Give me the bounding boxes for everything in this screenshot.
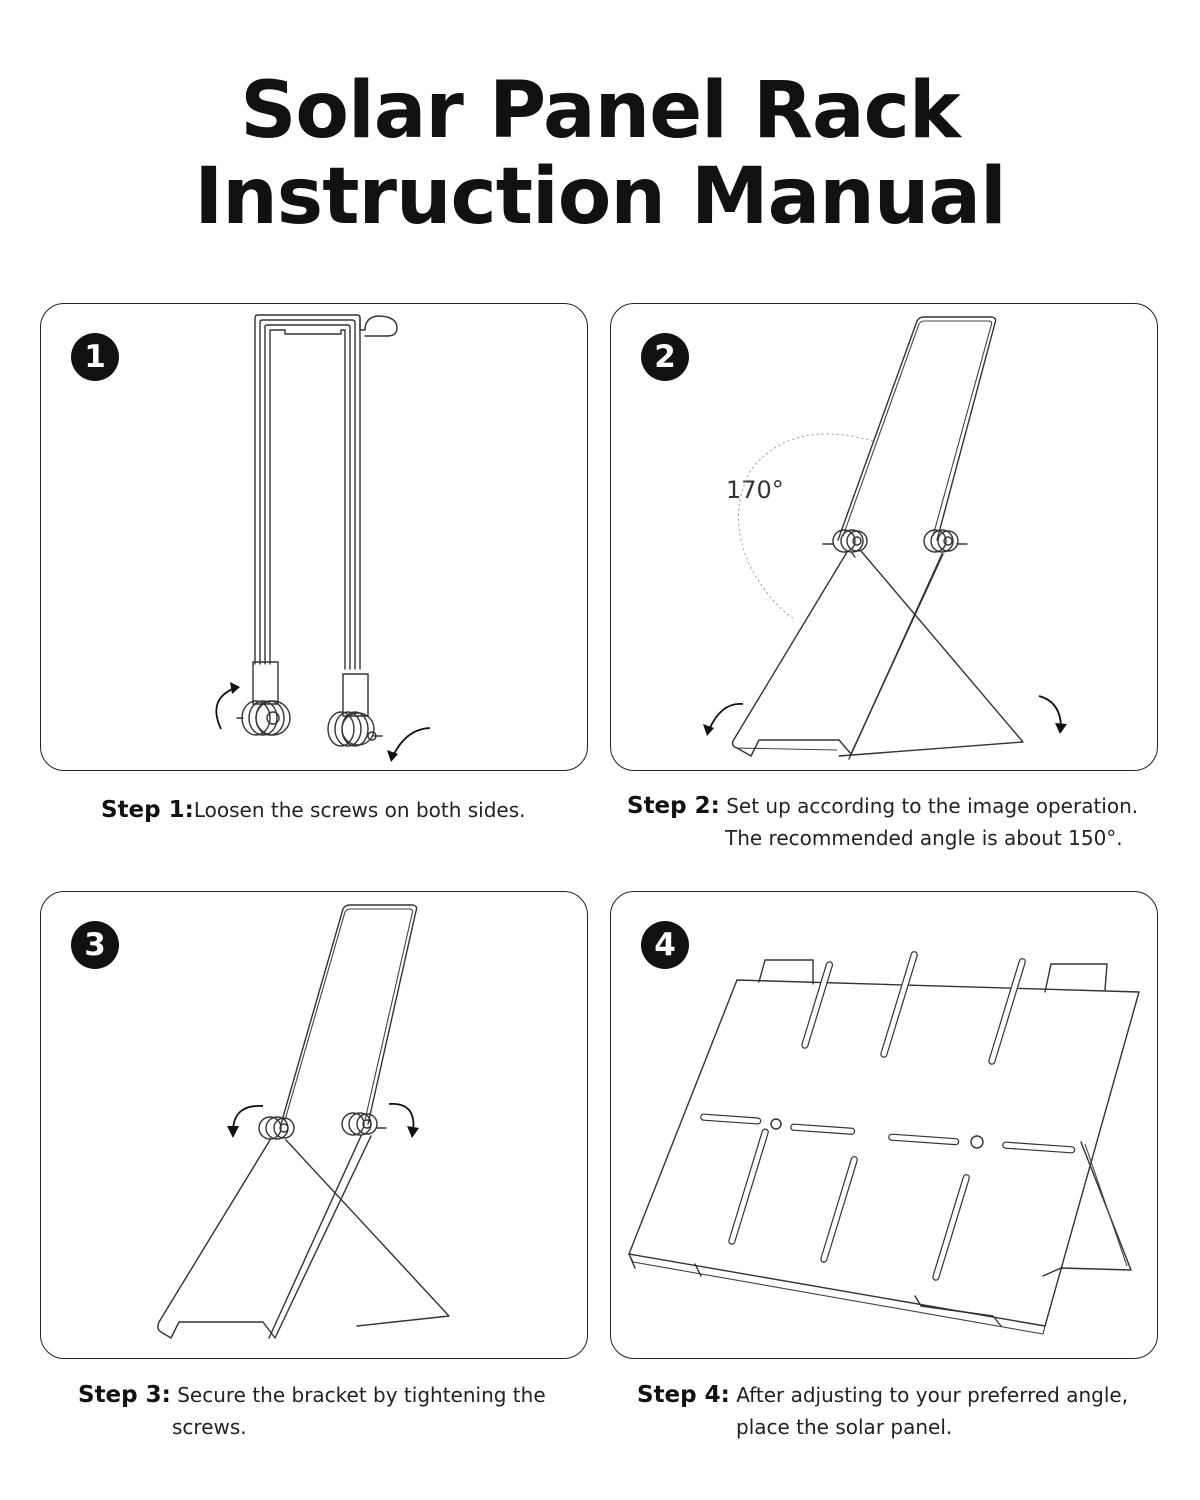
step-3-number-badge: 3 [71, 921, 119, 969]
page-title-line-1: Solar Panel Rack [240, 66, 961, 156]
step-2-label: Step 2: [627, 793, 720, 819]
step-1-folded-rack-illustration [215, 314, 431, 762]
step-4-label: Step 4: [637, 1382, 730, 1408]
step-2-caption: Step 2: Set up according to the image op… [627, 790, 1138, 854]
step-3-text-line-2: screws. [172, 1415, 247, 1439]
step-2-unfolding-rack-illustration [703, 316, 1067, 760]
step-1-caption: Step 1:Loosen the screws on both sides. [101, 794, 526, 826]
step-2-panel: 2 170° [610, 303, 1158, 771]
step-4-panel-on-rack-illustration [628, 951, 1140, 1335]
page-title-line-2: Instruction Manual [194, 152, 1006, 242]
step-2-number-badge: 2 [641, 333, 689, 381]
step-3-caption: Step 3: Secure the bracket by tightening… [78, 1379, 546, 1443]
step-3-panel: 3 [40, 891, 588, 1359]
step-3-text: Secure the bracket by tightening the [177, 1383, 546, 1407]
angle-annotation-label: 170° [726, 476, 784, 504]
step-4-text: After adjusting to your preferred angle, [736, 1383, 1129, 1407]
step-1-panel: 1 [40, 303, 588, 771]
step-2-text-line-2: The recommended angle is about 150°. [725, 826, 1123, 850]
step-1-text: Loosen the screws on both sides. [193, 798, 526, 822]
step-2-text: Set up according to the image operation. [726, 794, 1139, 818]
step-3-label: Step 3: [78, 1382, 171, 1408]
step-4-panel: 4 [610, 891, 1158, 1359]
step-1-number-badge: 1 [71, 333, 119, 381]
step-3-tightening-rack-illustration [157, 904, 450, 1339]
step-4-text-line-2: place the solar panel. [736, 1415, 953, 1439]
step-4-number-badge: 4 [641, 921, 689, 969]
step-1-label: Step 1: [101, 797, 194, 823]
step-4-caption: Step 4: After adjusting to your preferre… [637, 1379, 1128, 1443]
